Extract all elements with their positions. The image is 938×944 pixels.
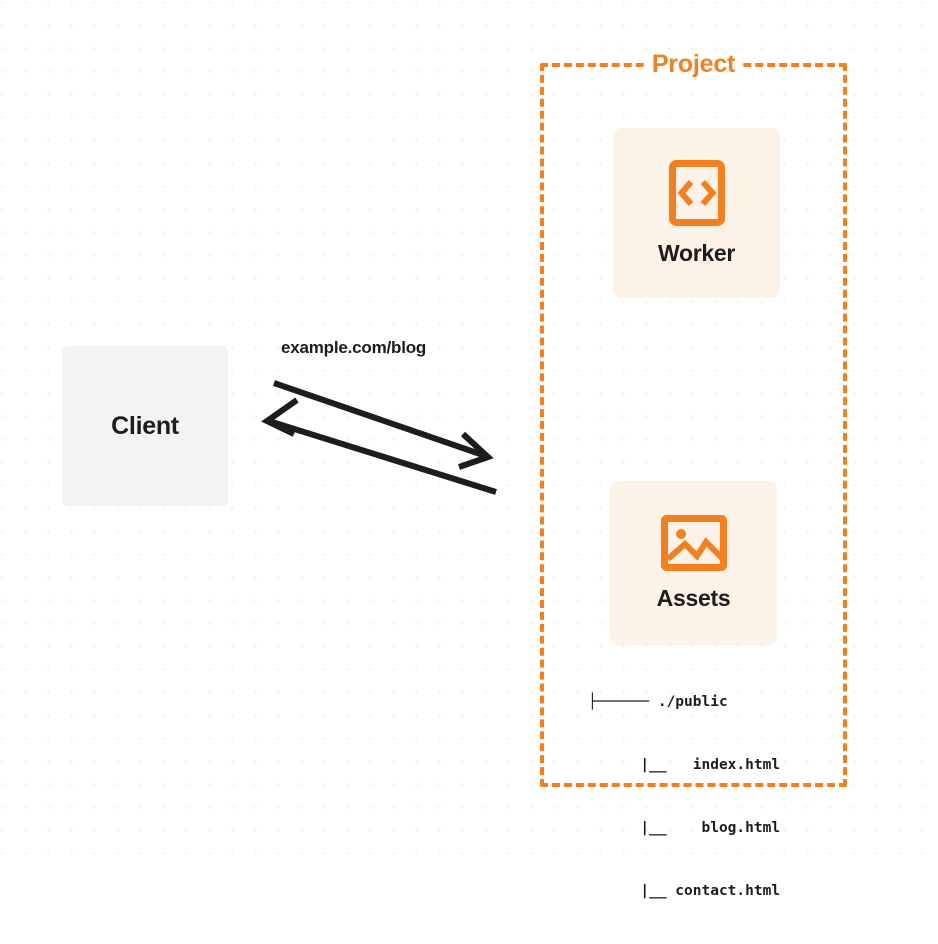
worker-label: Worker (657, 239, 736, 266)
project-container: Project (540, 50, 847, 787)
client-node[interactable]: Client (62, 346, 228, 506)
client-label: Client (111, 411, 179, 440)
response-arrow (261, 397, 497, 495)
assets-file-tree: ├────── ./public |__ index.html |__ blog… (588, 650, 780, 944)
connection-label: example.com/blog (281, 338, 427, 357)
code-brackets-icon (668, 159, 725, 226)
file-tree-row: |__ index.html (588, 757, 781, 773)
file-tree-row: ├────── ./public (588, 694, 728, 710)
assets-node[interactable]: Assets (610, 481, 777, 645)
file-tree-row: |__ contact.html (588, 883, 781, 899)
assets-label: Assets (656, 584, 731, 611)
project-title: Project (644, 50, 743, 79)
worker-node[interactable]: Worker (613, 128, 780, 298)
image-icon (660, 514, 727, 571)
file-tree-row: |__ blog.html (588, 820, 781, 836)
request-arrow (273, 380, 494, 470)
diagram-canvas: Client example.com/blog Project Worker (0, 0, 938, 899)
